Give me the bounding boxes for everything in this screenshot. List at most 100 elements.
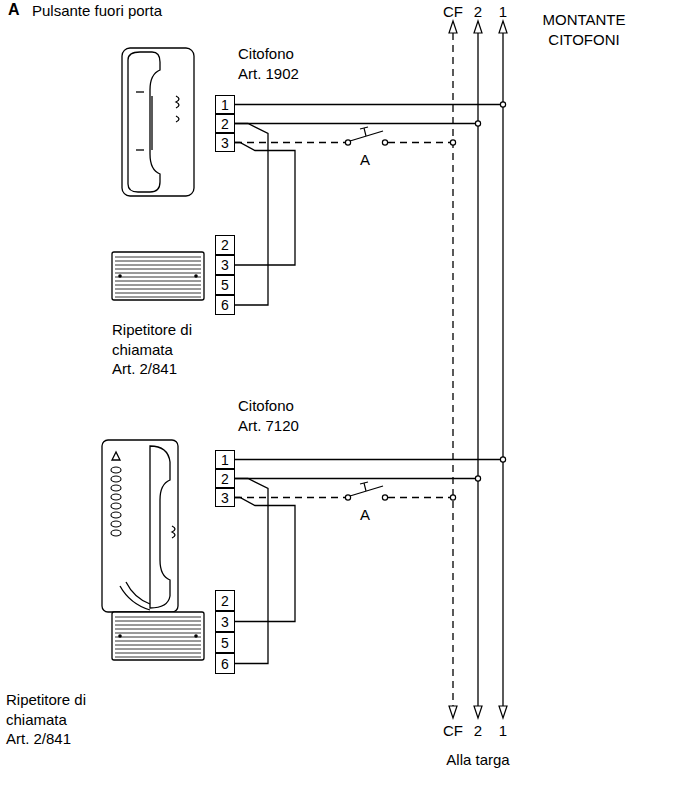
call-button [111,467,121,473]
junction-dot [450,102,505,500]
repeater-grille [115,293,201,294]
call-button [111,512,121,518]
terminal-number: 6 [221,657,229,671]
riser-arrow [474,706,482,718]
terminal-box: 1 [215,95,235,114]
terminal-box: 5 [215,275,235,295]
call-repeater [112,252,204,300]
repeater-grille [115,621,201,622]
terminal-number: 1 [221,453,229,467]
call-button [111,476,121,482]
repeater-grille [115,645,201,646]
call-repeater [112,252,204,660]
call-button [111,494,121,500]
terminal-number: 3 [221,136,229,150]
riser-wire [502,33,503,706]
terminal-wire [235,105,503,498]
repeater-grille [115,617,201,618]
push-button-symbol [345,140,350,145]
terminal-box: 3 [215,133,235,152]
text-label: Citofono Art. 1902 [238,44,310,83]
connection-wire [235,143,295,266]
repeater-grille [115,289,201,290]
junction-dot [450,140,455,145]
text-label: Pulsante fuori porta [32,1,162,21]
intercom-handset [176,96,179,108]
repeater-grille [115,261,201,262]
call-repeater [112,612,204,660]
connection-wire [235,479,268,664]
terminal-box: 3 [215,611,235,632]
intercom-handset [150,446,170,608]
call-button [111,467,121,536]
push-button-symbol [382,140,387,145]
terminal-wire [235,123,478,124]
push-button-symbol [360,482,368,484]
terminal-wire [235,142,345,143]
terminal-number: 3 [221,258,229,272]
repeater-screw [194,274,198,278]
repeater-grille [115,273,201,274]
repeater-grille [115,257,201,258]
terminal-box: 2 [215,590,235,611]
riser-wire [453,33,503,706]
wire-label: 1 [499,721,507,741]
terminal-wire [388,142,453,143]
wire-label: 1 [499,2,507,22]
riser-arrow [499,21,507,33]
repeater-screw [194,634,198,638]
text-label: Ripetitore di chiamata Art. 2/841 [112,320,196,379]
call-button [111,530,121,536]
terminal-number: 2 [221,472,229,486]
terminal-number: 5 [221,278,229,292]
repeater-grille [115,657,201,658]
repeater-grille [115,625,201,626]
push-button-symbol [345,127,387,500]
repeater-grille [115,649,201,650]
riser-arrow [499,706,507,718]
repeater-grille [115,257,201,657]
riser-arrow [449,706,457,718]
intercom-handset [136,91,144,92]
terminal-number: 6 [221,298,229,312]
terminal-wire [388,497,453,498]
wire-label: CF [443,721,463,741]
junction-dot [475,476,480,481]
intercom-handset [151,96,152,150]
repeater-grille [115,297,201,298]
intercom-handset [102,440,178,612]
terminal-box: 3 [215,255,235,275]
call-button [111,521,121,527]
intercom-handset [176,116,179,122]
repeater-grille [115,285,201,286]
wire-label: CF [443,2,463,22]
intercom-handset [120,586,150,610]
push-button-symbol [350,131,383,141]
connection-wire [235,498,295,622]
repeater-screw [118,634,122,638]
text-label: A [8,0,20,21]
terminal-box: 6 [215,653,235,674]
intercom-handset [128,52,160,192]
push-button-symbol [345,495,350,500]
repeater-grille [115,641,201,642]
riser-wire [452,33,453,706]
repeater-grille [115,637,201,638]
terminal-number: 3 [221,491,229,505]
terminal-wire [235,104,503,105]
text-label: Citofono Art. 7120 [238,396,310,435]
repeater-grille [115,633,201,634]
intercom-handset [112,452,120,460]
terminal-wire [235,459,503,460]
terminal-number: 1 [221,98,229,112]
text-label: Ripetitore di chiamata Art. 2/841 [6,690,90,749]
wire-label: Alla targa [446,750,509,770]
repeater-screw [118,274,122,278]
terminal-number: 2 [221,238,229,252]
push-button-symbol [360,127,368,129]
call-button [111,503,121,509]
